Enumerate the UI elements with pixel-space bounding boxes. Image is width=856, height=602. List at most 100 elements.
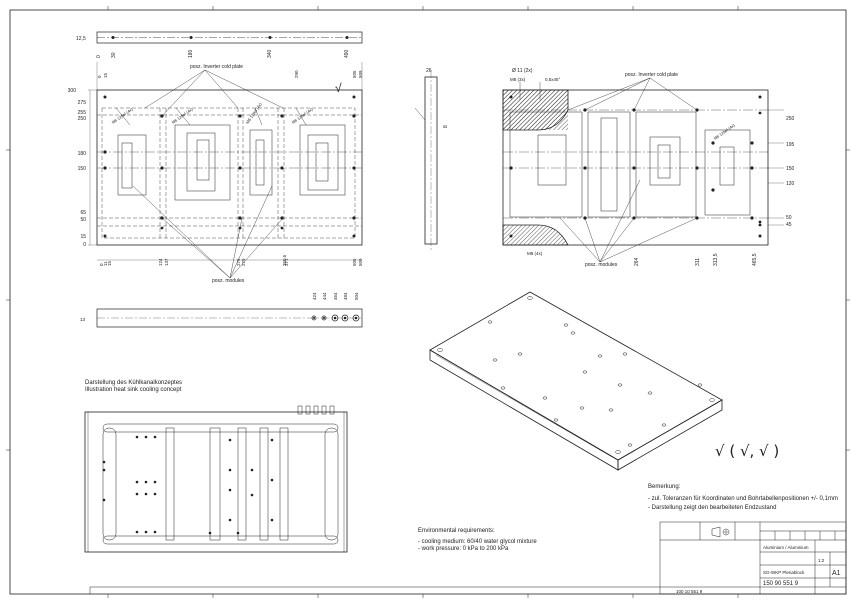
bottom-strip-view (96, 308, 363, 328)
dim-label: 13 (80, 317, 86, 322)
dim-label: 45 (786, 222, 792, 228)
sheet-size: A1 (832, 570, 841, 577)
dim-label: 195 (786, 142, 795, 148)
environment-heading: Environmental requirements: (418, 528, 495, 534)
scale-value: 1:2 (818, 558, 825, 563)
top-strip-dims: 12,5 0 30 180 340 490 (76, 36, 350, 58)
right-view-leaders (519, 77, 698, 263)
dim-label: 264 (634, 257, 640, 266)
dim-label: 275 (78, 100, 87, 106)
remarks-item: - zul. Toleranzen für Koordinaten und Bo… (648, 495, 838, 502)
main-top-dims-bottom: 0 11 15 124 137 275 279 350,5 371 505 50… (99, 254, 363, 266)
dim-label: 279 (241, 258, 246, 266)
dim-label: 124 (158, 258, 163, 266)
drawing-frame (9, 9, 847, 595)
thread-callout: M6 12tief (4x) (291, 106, 314, 125)
dim-label: 15 (107, 260, 112, 266)
thread-callout: M8 (3x) (510, 77, 526, 82)
bottom-strip-holes (313, 316, 358, 320)
remarks-notes: Bemerkung: - zul. Toleranzen für Koordin… (648, 484, 838, 513)
dim-label: 137 (164, 258, 169, 266)
modules-label: posz. modules (585, 262, 618, 268)
main-top-dim-lines (88, 62, 363, 261)
right-view-dim-lines (768, 109, 784, 226)
concept-title-de: Darstellung des Kühlkanalkonzeptes (85, 380, 183, 386)
drawing-number: 150 90 551 9 (763, 581, 799, 587)
dim-label: 313,5 (713, 253, 719, 266)
thread-callout: M6 12tief (4x) (713, 122, 736, 141)
dim-label: 65 (80, 210, 86, 216)
dim-label: 275 (236, 258, 241, 266)
surface-symbol: √ (335, 81, 342, 95)
environment-item: - work pressure: 0 kPa to 200 kPa (418, 546, 509, 552)
remarks-heading: Bemerkung: (648, 484, 681, 490)
dim-label: 150 (786, 166, 795, 172)
main-top-holes (103, 95, 356, 238)
hole-callout: Ø 11 (2x) (512, 68, 533, 74)
dim-label: 15 (80, 234, 86, 240)
side-view (414, 70, 438, 250)
isometric-view (429, 291, 723, 471)
dim-label: 0 (96, 55, 102, 58)
dim-label: 180 (78, 151, 87, 157)
thread-callout: M8 (4x) (527, 251, 543, 256)
concept-markers (102, 435, 274, 535)
top-strip-view (96, 31, 363, 44)
modules-label: posz. modules (212, 278, 245, 284)
right-view-dims: 250 195 150 120 50 45 264 311 313,5 465,… (634, 116, 795, 266)
dim-label: 30 (111, 52, 117, 58)
dim-label: 0 (97, 75, 102, 78)
dim-label: 464 (333, 292, 338, 300)
frame-ticks (6, 6, 850, 598)
dim-label: 504 (354, 292, 359, 300)
dim-label: 8 (443, 125, 449, 128)
thread-callout: M6 12tief (4x) (171, 106, 194, 125)
environment-notes: Environmental requirements: - cooling me… (418, 528, 537, 554)
dim-label: 0 (83, 242, 86, 248)
isometric-holes (437, 296, 715, 454)
dim-label: 0 (99, 263, 104, 266)
dim-label: 350,5 (282, 254, 287, 266)
dim-label: 50 (786, 215, 792, 221)
dim-label: 180 (188, 49, 194, 58)
main-top-labels: posz. Inverter cold plate posz. modules … (111, 64, 314, 284)
part-name: SG-WKP Plenablock (763, 570, 805, 575)
side-view-dims: 26 8 (426, 68, 449, 128)
cold-plate-label: posz. Inverter cold plate (190, 64, 243, 70)
dim-label: 424 (312, 292, 317, 300)
dim-label: 371 (284, 258, 289, 266)
dim-label: 509 (358, 70, 363, 78)
main-top-dims-left: 300 275 255 250 180 150 65 50 15 0 (68, 88, 87, 248)
remarks-item: - Darstellung zeigt den bearbeiteten End… (648, 505, 777, 511)
dim-label: 311 (695, 258, 701, 266)
dim-label: 255 (78, 110, 87, 116)
main-top-dims-top: 0 15 290 505 509 (97, 70, 363, 78)
dim-label: 50 (80, 217, 86, 223)
dim-label: 340 (267, 49, 273, 58)
dim-label: 290 (294, 70, 299, 78)
projection-symbol (711, 526, 730, 538)
dim-label: 509 (358, 258, 363, 266)
bottom-strip-dims: 424 444 464 484 504 13 (80, 292, 359, 322)
dim-label: 505 (352, 258, 357, 266)
concept-title-en: Illustration heat sink cooling concept (85, 387, 182, 393)
dim-label: 15 (103, 72, 108, 78)
dim-label: 120 (786, 181, 795, 187)
title-block-text: Aluminium / Aluminium 1:2 A1 SG-WKP Plen… (676, 545, 841, 594)
top-strip-holes (111, 36, 349, 39)
dim-label: 300 (68, 88, 77, 94)
dim-label: 11 (103, 261, 108, 266)
main-top-leaders (115, 69, 307, 279)
thread-callout: M6 12tief (4x) (111, 106, 134, 125)
dim-label: 26 (426, 68, 432, 74)
concept-view (84, 405, 348, 553)
dim-label: 465,5 (752, 253, 758, 266)
environment-item: - cooling medium: 60/40 water glycol mix… (418, 538, 537, 545)
dim-label: 250 (78, 116, 87, 122)
dim-label: 444 (322, 292, 327, 300)
right-view (502, 89, 769, 246)
roughness-symbol: √ ( √, √ ) (715, 442, 780, 460)
main-top-view (96, 89, 363, 246)
dim-label: 484 (343, 292, 348, 300)
